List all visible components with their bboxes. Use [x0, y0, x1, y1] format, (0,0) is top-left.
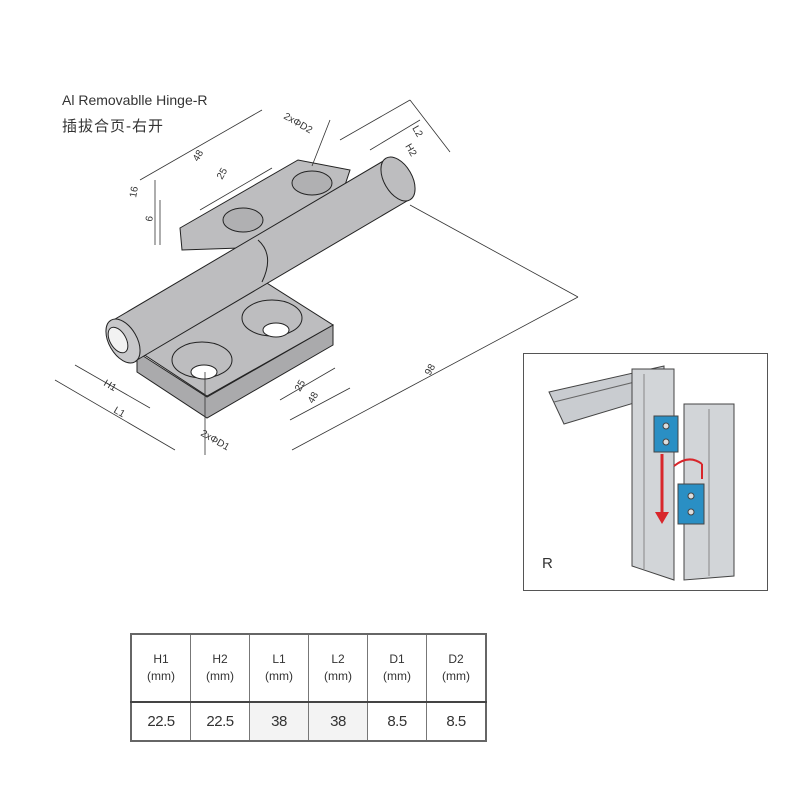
installation-inset: R — [523, 353, 768, 591]
header-d1: D1(mm) — [367, 633, 427, 703]
header-l1: L1(mm) — [249, 633, 309, 703]
value-h2: 22.5 — [190, 701, 250, 742]
value-d2: 8.5 — [426, 701, 487, 742]
dim-L1: L1 — [112, 405, 128, 420]
dim-6: 6 — [144, 215, 156, 223]
upper-hole-2 — [291, 170, 333, 196]
header-d2: D2(mm) — [426, 633, 487, 703]
dim-2xD1: 2xΦD1 — [199, 428, 232, 453]
dim-2xD2: 2xΦD2 — [282, 111, 315, 136]
dim-16: 16 — [128, 185, 141, 198]
dim-48-top: 48 — [191, 148, 206, 164]
dim-25-bottom: 25 — [293, 378, 308, 394]
dim-48-bottom: 48 — [306, 390, 321, 406]
spec-table: H1(mm) H2(mm) L1(mm) L2(mm) D1(mm) D2(mm… — [130, 633, 487, 742]
value-l2: 38 — [308, 701, 368, 742]
title-chinese: 插拔合页-右开 — [62, 118, 164, 135]
dim-L2: L2 — [409, 124, 424, 140]
dim-H2: H2 — [402, 142, 418, 159]
table-header-row: H1(mm) H2(mm) L1(mm) L2(mm) D1(mm) D2(mm… — [130, 633, 487, 703]
installation-illustration — [548, 365, 735, 581]
vertical-profile-left — [631, 368, 675, 581]
table-row: 22.5 22.5 38 38 8.5 8.5 — [130, 701, 487, 742]
inset-label: R — [542, 555, 553, 572]
dim-H1: H1 — [102, 378, 119, 394]
value-l1: 38 — [249, 701, 309, 742]
value-d1: 8.5 — [367, 701, 427, 742]
knuckle-back-cap — [380, 156, 416, 202]
removal-arrow-icon — [655, 454, 703, 524]
header-h2: H2(mm) — [190, 633, 250, 703]
header-h1: H1(mm) — [130, 633, 191, 703]
header-l2: L2(mm) — [308, 633, 368, 703]
lower-leaf-front — [136, 324, 334, 419]
hinge-lower — [677, 483, 705, 525]
title-english: Al Removablle Hinge-R — [62, 92, 208, 108]
dim-25-top: 25 — [215, 166, 230, 182]
hinge-upper — [653, 415, 679, 453]
value-h1: 22.5 — [130, 701, 191, 742]
dim-98: 98 — [423, 362, 438, 378]
upper-hole-1 — [222, 207, 264, 233]
